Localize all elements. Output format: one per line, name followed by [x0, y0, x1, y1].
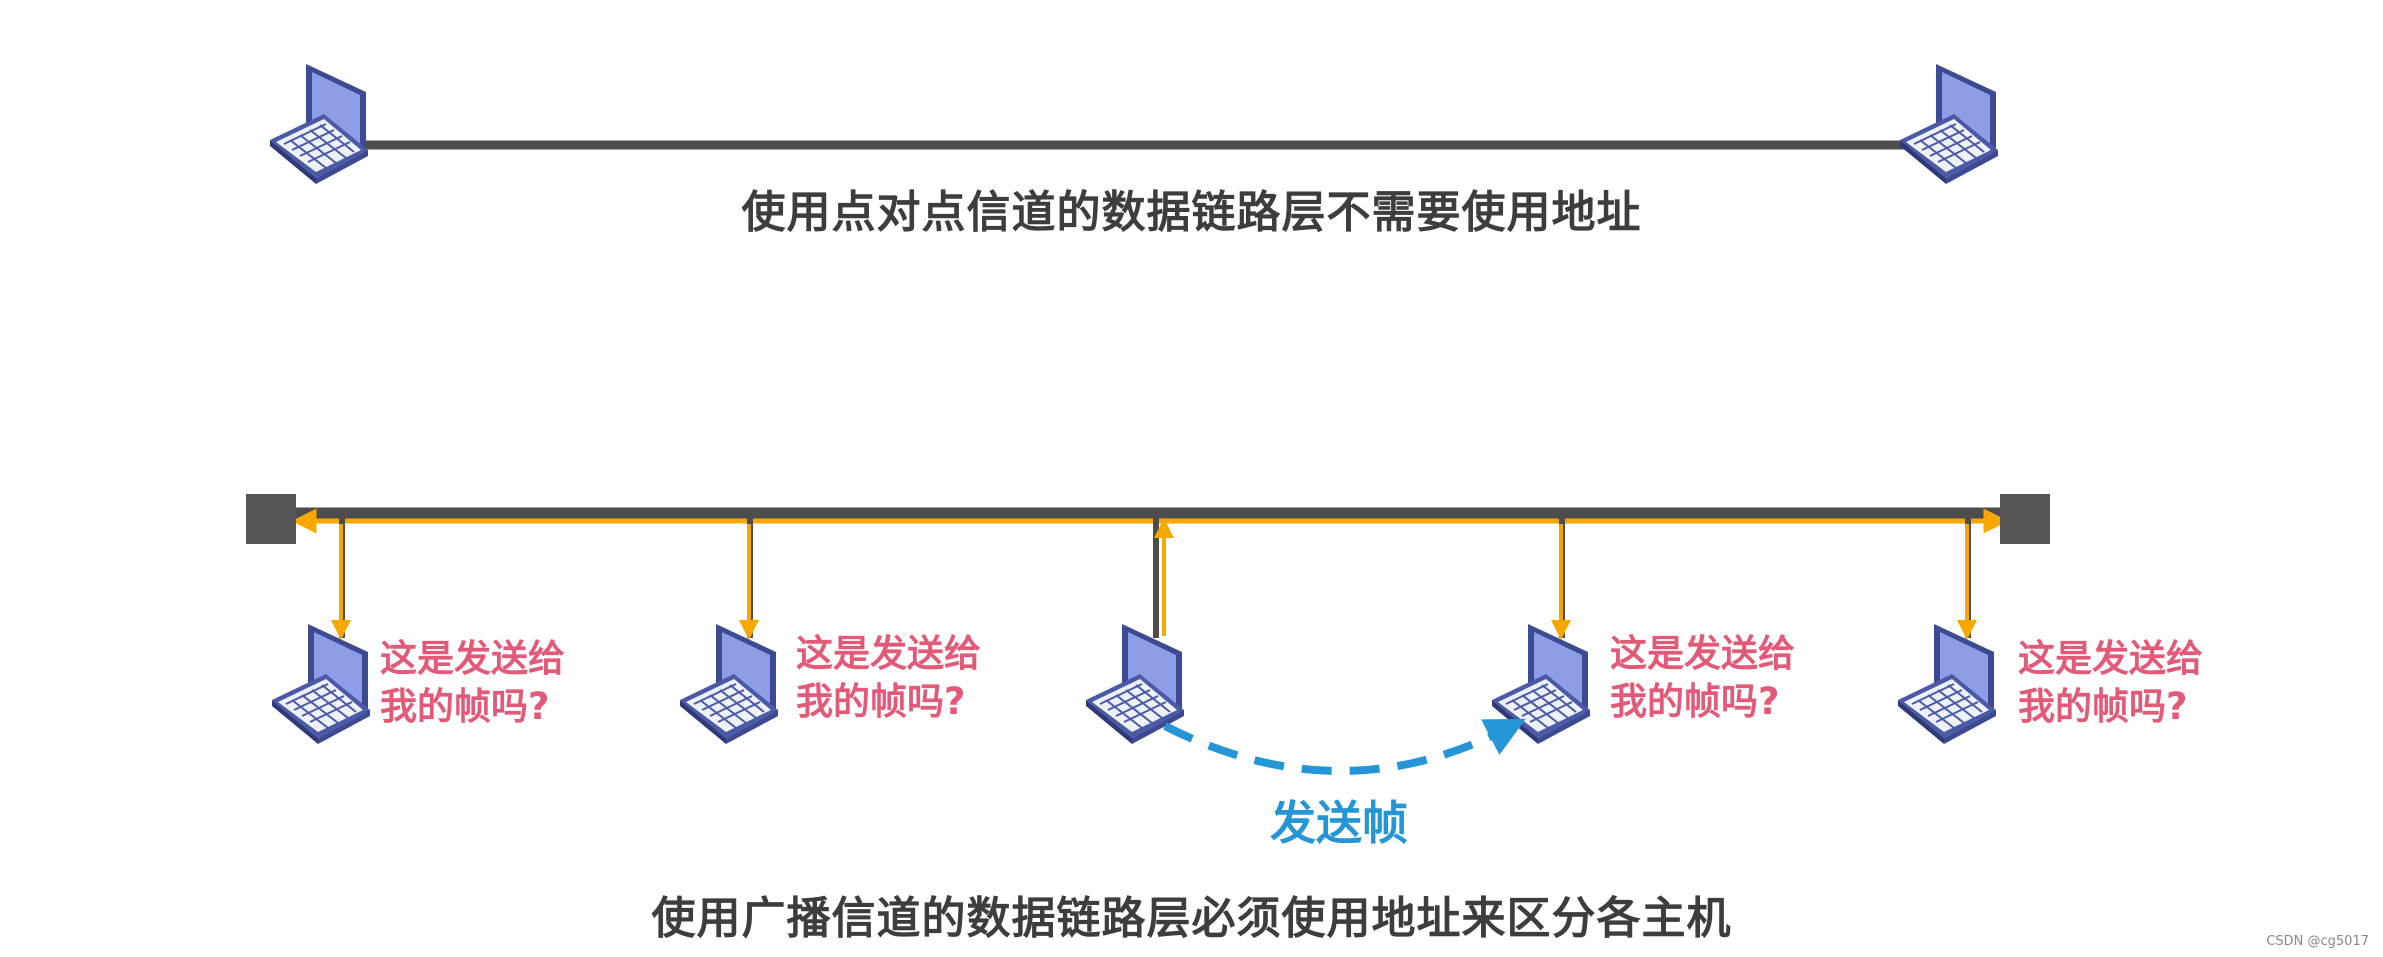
question-label: 这是发送给 我的帧吗?	[796, 632, 981, 723]
broadcast-bus	[246, 494, 2050, 544]
question-label: 这是发送给 我的帧吗?	[2018, 637, 2203, 728]
question-label: 这是发送给 我的帧吗?	[1610, 632, 1795, 723]
bus-terminator-right	[2000, 494, 2050, 544]
laptop-icon	[679, 623, 779, 745]
question-label: 这是发送给 我的帧吗?	[380, 637, 565, 728]
send-arrow	[1163, 718, 1526, 775]
laptop-icon	[1899, 63, 1999, 185]
laptop-icon	[269, 63, 369, 185]
broadcast-caption: 使用广播信道的数据链路层必须使用地址来区分各主机	[651, 893, 1732, 944]
send-frame-label: 发送帧	[1270, 796, 1408, 850]
laptop-icon	[271, 623, 371, 745]
watermark: CSDN @cg5017	[2266, 934, 2369, 949]
p2p-caption: 使用点对点信道的数据链路层不需要使用地址	[741, 187, 1642, 238]
bus-terminator-left	[246, 494, 296, 544]
laptop-icon	[1897, 623, 1997, 745]
